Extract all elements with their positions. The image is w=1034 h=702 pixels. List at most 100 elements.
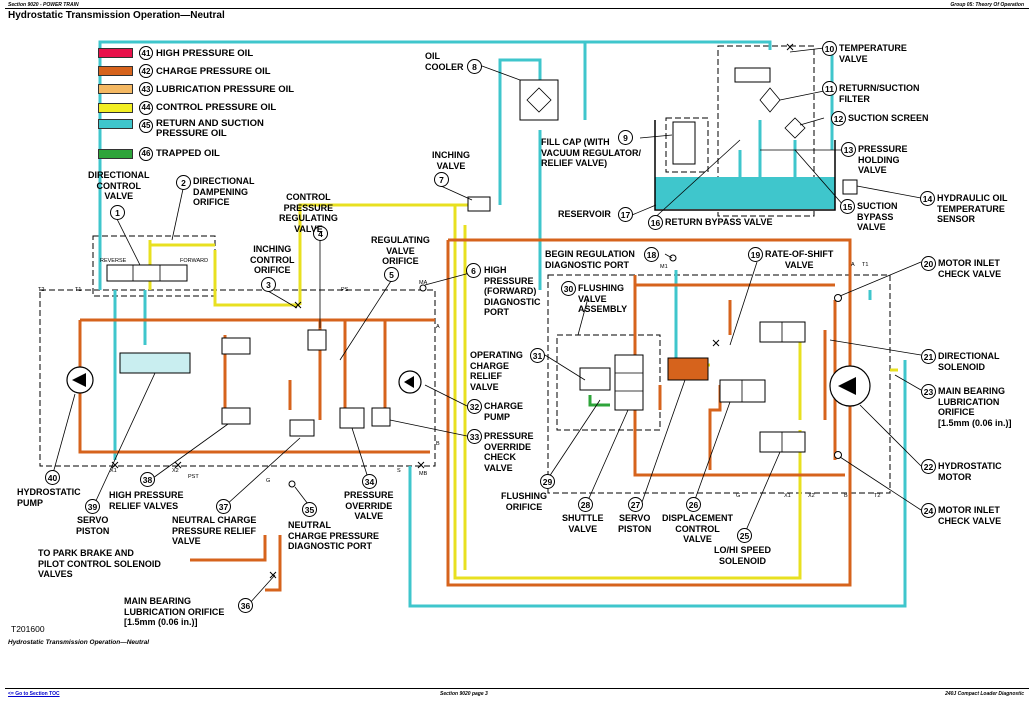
legend-number: 44: [139, 100, 153, 115]
callout-label: CONTROL PRESSURE REGULATING VALVE: [279, 192, 338, 234]
callout-number: 18: [644, 247, 659, 262]
callout-label: PRESSURE HOLDING VALVE: [858, 144, 908, 175]
legend-swatch: [98, 48, 133, 59]
callout-number: 31: [530, 348, 545, 363]
legend-swatch: [98, 84, 133, 95]
callout-label: HIGH PRESSURE RELIEF VALVES: [109, 490, 184, 511]
operating-relief-symbol: [579, 367, 611, 391]
fill-cap-symbol: [672, 121, 696, 165]
figure-caption: Hydrostatic Transmission Operation—Neutr…: [8, 639, 150, 646]
callout-number: 37: [216, 499, 231, 514]
callout-label: OIL COOLER: [425, 51, 464, 72]
port-label: PST: [188, 474, 199, 480]
callout-number: 6: [466, 263, 481, 278]
pump-arrows: [72, 373, 856, 395]
callout-number: 22: [921, 459, 936, 474]
callout-number: 17: [618, 207, 633, 222]
legend-label: CONTROL PRESSURE OIL: [156, 102, 277, 114]
callout-label: SUCTION BYPASS VALVE: [857, 201, 898, 232]
oil-cooler-symbol: [519, 79, 559, 121]
inching-valve-symbol: [467, 196, 491, 212]
port-label: T1: [75, 287, 82, 293]
legend-label: HIGH PRESSURE OIL: [156, 47, 254, 59]
callout-number: 40: [45, 470, 60, 485]
callout-label: SHUTTLE VALVE: [562, 513, 604, 534]
callout-number: 23: [921, 384, 936, 399]
valve-blocks: [106, 67, 858, 453]
callout-label: FLUSHING ORIFICE: [501, 491, 547, 512]
legend-number: 46: [139, 146, 153, 161]
legend-number: 45: [139, 118, 153, 133]
legend-number: 41: [139, 46, 153, 61]
callout-label: SERVO PISTON: [76, 515, 110, 536]
temp-sensor-symbol: [842, 179, 858, 195]
port-label: A: [436, 324, 440, 330]
callout-number: 12: [831, 111, 846, 126]
return-suction-lines: [98, 40, 907, 608]
legend-swatch: [98, 66, 133, 77]
callout-label: FLUSHING VALVE ASSEMBLY: [578, 283, 628, 314]
legend-label: TRAPPED OIL: [156, 148, 220, 160]
leader-lines: [51, 47, 922, 605]
callout-label: INCHING VALVE: [432, 150, 470, 171]
port-label: A: [851, 262, 855, 268]
callout-number: 14: [920, 191, 935, 206]
port-label: X1: [110, 468, 117, 474]
fill-cap-housing: [665, 117, 709, 173]
port-label: MB: [419, 471, 428, 477]
neutral-relief-symbol: [289, 419, 315, 437]
port-label: G: [736, 493, 741, 499]
header-rule: [5, 8, 1029, 9]
callout-label: PRESSURE OVERRIDE VALVE: [344, 490, 394, 521]
callout-number: 4: [313, 226, 328, 241]
callout-label: PRESSURE OVERRIDE CHECK VALVE: [484, 431, 534, 473]
shuttle-valve-symbol: [614, 354, 644, 411]
port-label: REVERSE: [100, 258, 127, 264]
callout-label: MOTOR INLET CHECK VALVE: [938, 258, 1002, 279]
callout-label: HYDRAULIC OIL TEMPERATURE SENSOR: [937, 193, 1008, 224]
callout-number: 28: [578, 497, 593, 512]
port-label: PS: [341, 287, 349, 293]
header-group: Group 05: Theory Of Operation: [950, 2, 1024, 8]
section-toc-link[interactable]: <= Go to Section TOC: [8, 691, 60, 697]
diagnostic-ports: [288, 254, 842, 488]
reservoir-oil: [655, 177, 835, 209]
check-marks: [111, 43, 794, 579]
pump-housing: [39, 289, 436, 467]
callout-label: DISPLACEMENT CONTROL VALVE: [662, 513, 734, 544]
callout-label: DIRECTIONAL DAMPENING ORIFICE: [193, 176, 255, 207]
pressure-override-symbol: [339, 407, 365, 429]
callout-number: 32: [467, 399, 482, 414]
callout-label: MAIN BEARING LUBRICATION ORIFICE [1.5mm …: [938, 386, 1012, 428]
callout-label: REGULATING VALVE ORIFICE: [371, 235, 430, 266]
legend-swatch: [98, 118, 133, 129]
port-label: T2: [874, 493, 881, 499]
directional-valve-housing: [92, 235, 216, 297]
callout-label: DIRECTIONAL SOLENOID: [938, 351, 1000, 372]
footer-doc: 240J Compact Loader Diagnostic: [945, 691, 1024, 697]
callout-label: MOTOR INLET CHECK VALVE: [938, 505, 1002, 526]
directional-control-valve-symbol: [106, 264, 188, 282]
callout-number: 15: [840, 199, 855, 214]
callout-number: 10: [822, 41, 837, 56]
callout-label: FILL CAP (WITH VACUUM REGULATOR/ RELIEF …: [541, 137, 641, 168]
callout-number: 8: [467, 59, 482, 74]
servo-piston-right-symbol: [667, 357, 709, 381]
callout-number: 2: [176, 175, 191, 190]
callout-label: RESERVOIR: [558, 209, 611, 219]
control-regulator-symbol: [307, 329, 327, 351]
callout-label: RETURN/SUCTION FILTER: [839, 83, 920, 104]
callout-number: 27: [628, 497, 643, 512]
figure-id: T201600: [11, 624, 45, 634]
callout-number: 13: [841, 142, 856, 157]
callout-label: RATE-OF-SHIFT VALVE: [765, 249, 834, 270]
callout-number: 16: [648, 215, 663, 230]
reservoir-outline: [654, 120, 836, 211]
